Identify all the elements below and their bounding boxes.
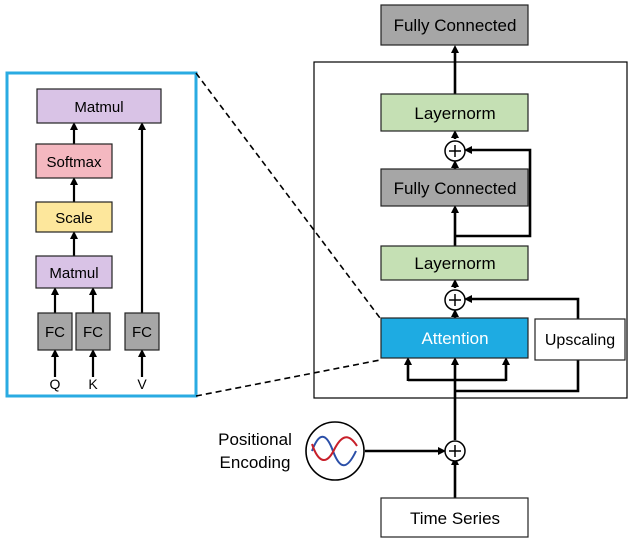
fc-v-label: FC [132,324,152,341]
layernorm-top-label: Layernorm [414,104,495,123]
residual-upscaling-sum [464,295,580,319]
positional-encoding-label-line2: Encoding [220,453,291,472]
attention-label: Attention [421,329,488,348]
sum-positional [444,440,466,462]
upscaling-block: Upscaling [534,318,626,361]
scale-block: Scale [35,201,113,233]
softmax-label: Softmax [46,154,102,171]
attention-block: Attention [380,317,529,359]
matmul-bottom-block: Matmul [35,255,113,289]
layernorm-bottom-block: Layernorm [380,245,529,281]
matmul-top-label: Matmul [74,99,123,116]
matmul-bottom-label: Matmul [49,265,98,282]
attention-detail-panel [5,71,198,398]
time-series-block: Time Series [380,497,529,538]
zoom-line-bottom [195,359,381,397]
input-k-label: K [88,376,98,392]
layernorm-bottom-label: Layernorm [414,254,495,273]
fully-connected-top-label: Fully Connected [394,16,517,35]
fully-connected-mid-label: Fully Connected [394,179,517,198]
residual-second [455,146,532,238]
zoom-line-top [195,72,381,319]
layernorm-top-block: Layernorm [380,93,529,132]
encoder-block-outline [313,61,628,399]
sinusoid-icon [305,421,365,481]
upscaling-label: Upscaling [545,332,615,349]
input-v-label: V [137,376,147,392]
residual-to-upscaling [455,360,580,393]
fully-connected-top-block: Fully Connected [380,4,529,46]
input-q-label: Q [50,376,61,392]
positional-encoding-label-line1: Positional [218,430,292,449]
fc-v-block: FC [124,312,160,351]
matmul-top-block: Matmul [36,88,162,124]
scale-label: Scale [55,210,93,227]
fc-q-label: FC [45,324,65,341]
softmax-block: Softmax [35,143,113,179]
time-series-label: Time Series [410,509,500,528]
sum-first [444,289,466,311]
fully-connected-mid-block: Fully Connected [380,168,529,207]
sum-second [444,140,466,162]
fc-q-block: FC [37,312,73,351]
fc-k-block: FC [75,312,111,351]
fc-k-label: FC [83,324,103,341]
